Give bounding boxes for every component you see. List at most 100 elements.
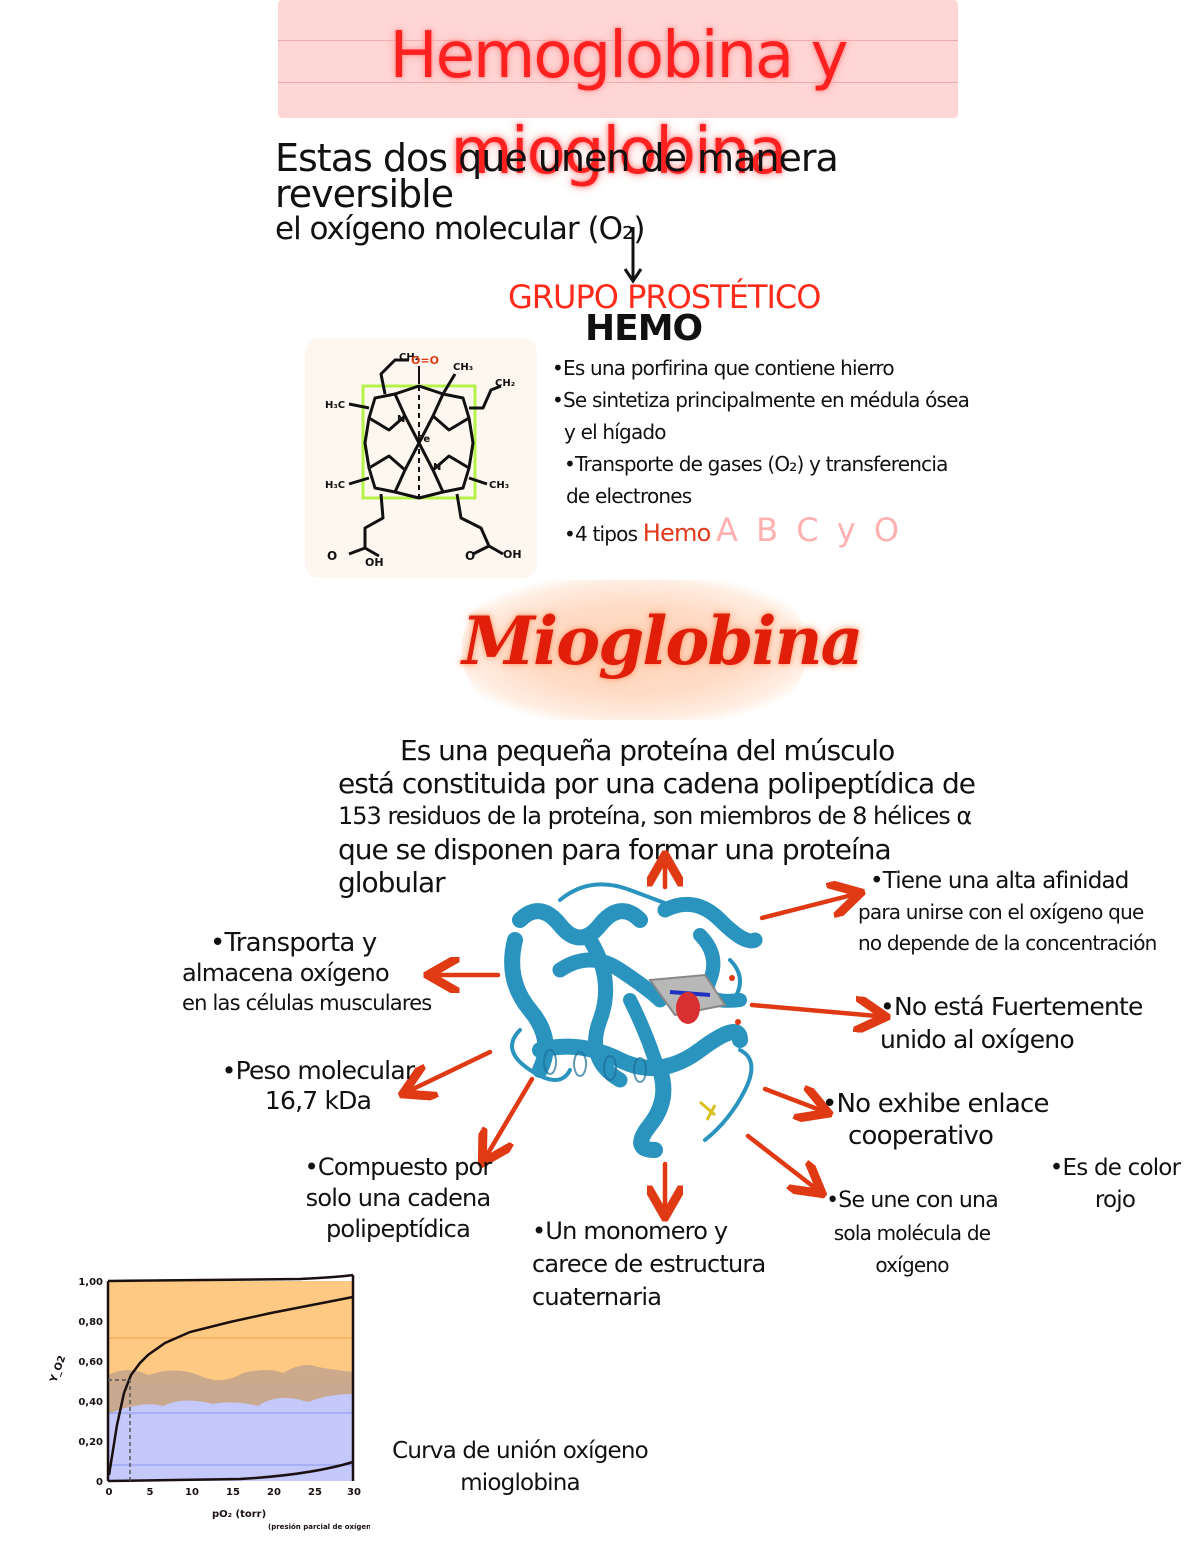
svg-text:Fe: Fe bbox=[417, 434, 430, 445]
note-monomero: •Un monomero y carece de estructura cuat… bbox=[532, 1215, 812, 1314]
svg-text:N: N bbox=[397, 414, 405, 425]
svg-text:0,40: 0,40 bbox=[78, 1397, 103, 1408]
description-line: que se disponen para formar una proteína… bbox=[338, 833, 892, 899]
svg-text:0,60: 0,60 bbox=[78, 1357, 103, 1368]
svg-text:CH₃: CH₃ bbox=[489, 480, 509, 491]
note-line: •Es de color bbox=[1049, 1155, 1181, 1181]
svg-text:1,00: 1,00 bbox=[78, 1277, 103, 1288]
note-compuesto: •Compuesto por solo una cadena polipeptí… bbox=[298, 1152, 498, 1245]
heme-types-bullet: •4 tipos Hemo A B C y O bbox=[552, 514, 982, 550]
note-fuerte: •No está Fuertemente unido al oxígeno bbox=[880, 990, 1180, 1056]
svg-text:0,80: 0,80 bbox=[78, 1317, 103, 1328]
description-line: Es una pequeña proteína del músculo bbox=[400, 734, 895, 767]
note-line: almacena oxígeno bbox=[182, 959, 390, 987]
note-line: rojo bbox=[1094, 1187, 1136, 1213]
myoglobin-title: Mioglobina bbox=[462, 602, 863, 680]
note-line: •Tiene una alta afinidad bbox=[870, 868, 1129, 894]
svg-text:20: 20 bbox=[267, 1487, 281, 1498]
x-axis-label: pO₂ (torr) bbox=[212, 1509, 266, 1520]
svg-text:O: O bbox=[327, 549, 337, 563]
svg-text:CH₂: CH₂ bbox=[495, 378, 515, 389]
page-title: Hemoglobina y mioglobina bbox=[389, 19, 849, 189]
heme-structure-diagram: CH₂ O=O CH₃ CH₂ H₃C H₃C CH₃ Fe N N O OH … bbox=[305, 338, 537, 578]
svg-text:N: N bbox=[433, 462, 441, 473]
svg-text:O=O: O=O bbox=[411, 354, 439, 367]
heme-types-prefix: •4 tipos bbox=[564, 522, 638, 546]
svg-text:H₃C: H₃C bbox=[325, 400, 345, 411]
myoglobin-curve bbox=[107, 1295, 354, 1476]
note-line: •Se une con una bbox=[826, 1188, 999, 1213]
chart-caption: Curva de unión oxígeno mioglobina bbox=[375, 1435, 665, 1499]
x-axis-note: (presión parcial de oxígeno) bbox=[268, 1523, 370, 1531]
y-axis-label: Y_O2 bbox=[48, 1354, 68, 1385]
note-line: en las células musculares bbox=[182, 991, 432, 1015]
description-line: 153 residuos de la proteína, son miembro… bbox=[338, 802, 972, 830]
note-line: •Un monomero y bbox=[532, 1217, 728, 1245]
oxygen-binding-curve-chart: 0 0,20 0,40 0,60 0,80 1,00 0 5 10 15 20 … bbox=[48, 1273, 370, 1531]
note-line: •Transporta y bbox=[210, 928, 377, 958]
heme-bullet-list: •Es una porfirina que contiene hierro •S… bbox=[552, 352, 982, 550]
svg-text:CH₃: CH₃ bbox=[453, 362, 473, 373]
note-line: 16,7 kDa bbox=[264, 1086, 372, 1115]
svg-text:0: 0 bbox=[96, 1477, 103, 1488]
note-line: carece de estructura bbox=[532, 1250, 766, 1278]
note-line: oxígeno bbox=[875, 1253, 949, 1277]
note-line: no depende de la concentración bbox=[858, 931, 1157, 955]
caption-line: Curva de unión oxígeno bbox=[392, 1438, 649, 1464]
note-peso: •Peso molecular 16,7 kDa bbox=[208, 1056, 428, 1116]
svg-text:0: 0 bbox=[106, 1487, 113, 1498]
note-line: polipeptídica bbox=[326, 1215, 471, 1243]
intro-line-2: el oxígeno molecular (O₂) bbox=[275, 211, 646, 247]
porphyrin-ring-icon: CH₂ O=O CH₃ CH₂ H₃C H₃C CH₃ Fe N N O OH … bbox=[325, 352, 522, 569]
svg-text:25: 25 bbox=[308, 1487, 322, 1498]
svg-text:15: 15 bbox=[226, 1487, 240, 1498]
heme-bullet: •Transporte de gases (O₂) y transferenci… bbox=[564, 452, 948, 476]
banner-rule bbox=[278, 40, 958, 41]
note-line: solo una cadena bbox=[305, 1184, 492, 1212]
myoglobin-description: Es una pequeña proteína del músculo está… bbox=[338, 734, 978, 899]
svg-text:OH: OH bbox=[503, 548, 522, 561]
svg-text:10: 10 bbox=[185, 1487, 199, 1498]
heme-bullet: •Es una porfirina que contiene hierro bbox=[552, 356, 895, 380]
note-cooperativo: •No exhibe enlace cooperativo bbox=[822, 1088, 1072, 1152]
note-line: •No está Fuertemente bbox=[880, 992, 1143, 1021]
heme-bullet: y el hígado bbox=[564, 420, 667, 444]
svg-text:O: O bbox=[465, 549, 475, 563]
description-line: está constituida por una cadena polipept… bbox=[338, 767, 976, 800]
myoglobin-ribbon-structure bbox=[504, 882, 763, 1158]
myoglobin-title-glow bbox=[462, 580, 807, 720]
svg-text:0,20: 0,20 bbox=[78, 1437, 103, 1448]
note-line: cuaternaria bbox=[532, 1283, 662, 1311]
note-transporta: •Transporta y almacena oxígeno en las cé… bbox=[182, 928, 482, 1018]
banner-rule bbox=[278, 82, 958, 83]
heme-types-word: Hemo bbox=[642, 519, 711, 547]
svg-text:30: 30 bbox=[347, 1487, 361, 1498]
svg-text:H₃C: H₃C bbox=[325, 480, 345, 491]
intro-text: Estas dos que unen de manera reversible … bbox=[275, 136, 975, 247]
caption-line: mioglobina bbox=[460, 1470, 580, 1496]
note-line: para unirse con el oxígeno que bbox=[858, 900, 1144, 924]
note-line: cooperativo bbox=[848, 1121, 994, 1151]
svg-text:OH: OH bbox=[365, 556, 384, 569]
svg-text:CH₂: CH₂ bbox=[399, 352, 419, 363]
chart-overlap-band bbox=[108, 1365, 353, 1414]
note-line: •No exhibe enlace bbox=[822, 1089, 1049, 1119]
sulfate-ligand-icon bbox=[699, 1100, 717, 1121]
note-line: unido al oxígeno bbox=[880, 1025, 1075, 1054]
arrow-down-icon bbox=[623, 227, 643, 284]
prosthetic-group-heading: GRUPO PROSTÉTICO bbox=[508, 278, 821, 316]
heme-bullet: •Se sintetiza principalmente en médula ó… bbox=[552, 388, 970, 412]
note-line: •Peso molecular bbox=[221, 1056, 416, 1085]
heme-types-letters: A B C y O bbox=[716, 511, 904, 549]
hemo-label: HEMO bbox=[585, 308, 703, 349]
note-rojo: •Es de color rojo bbox=[1040, 1152, 1190, 1216]
note-line: •Compuesto por bbox=[304, 1153, 493, 1181]
note-afinidad: •Tiene una alta afinidad para unirse con… bbox=[858, 866, 1188, 959]
heme-bullet: de electrones bbox=[566, 484, 692, 508]
p50-guide bbox=[108, 1379, 131, 1481]
note-line: sola molécula de bbox=[833, 1221, 991, 1245]
heme-ligand-icon bbox=[648, 973, 741, 1025]
svg-text:5: 5 bbox=[147, 1487, 154, 1498]
title-banner bbox=[278, 0, 958, 118]
intro-line-1: Estas dos que unen de manera reversible bbox=[275, 136, 839, 216]
